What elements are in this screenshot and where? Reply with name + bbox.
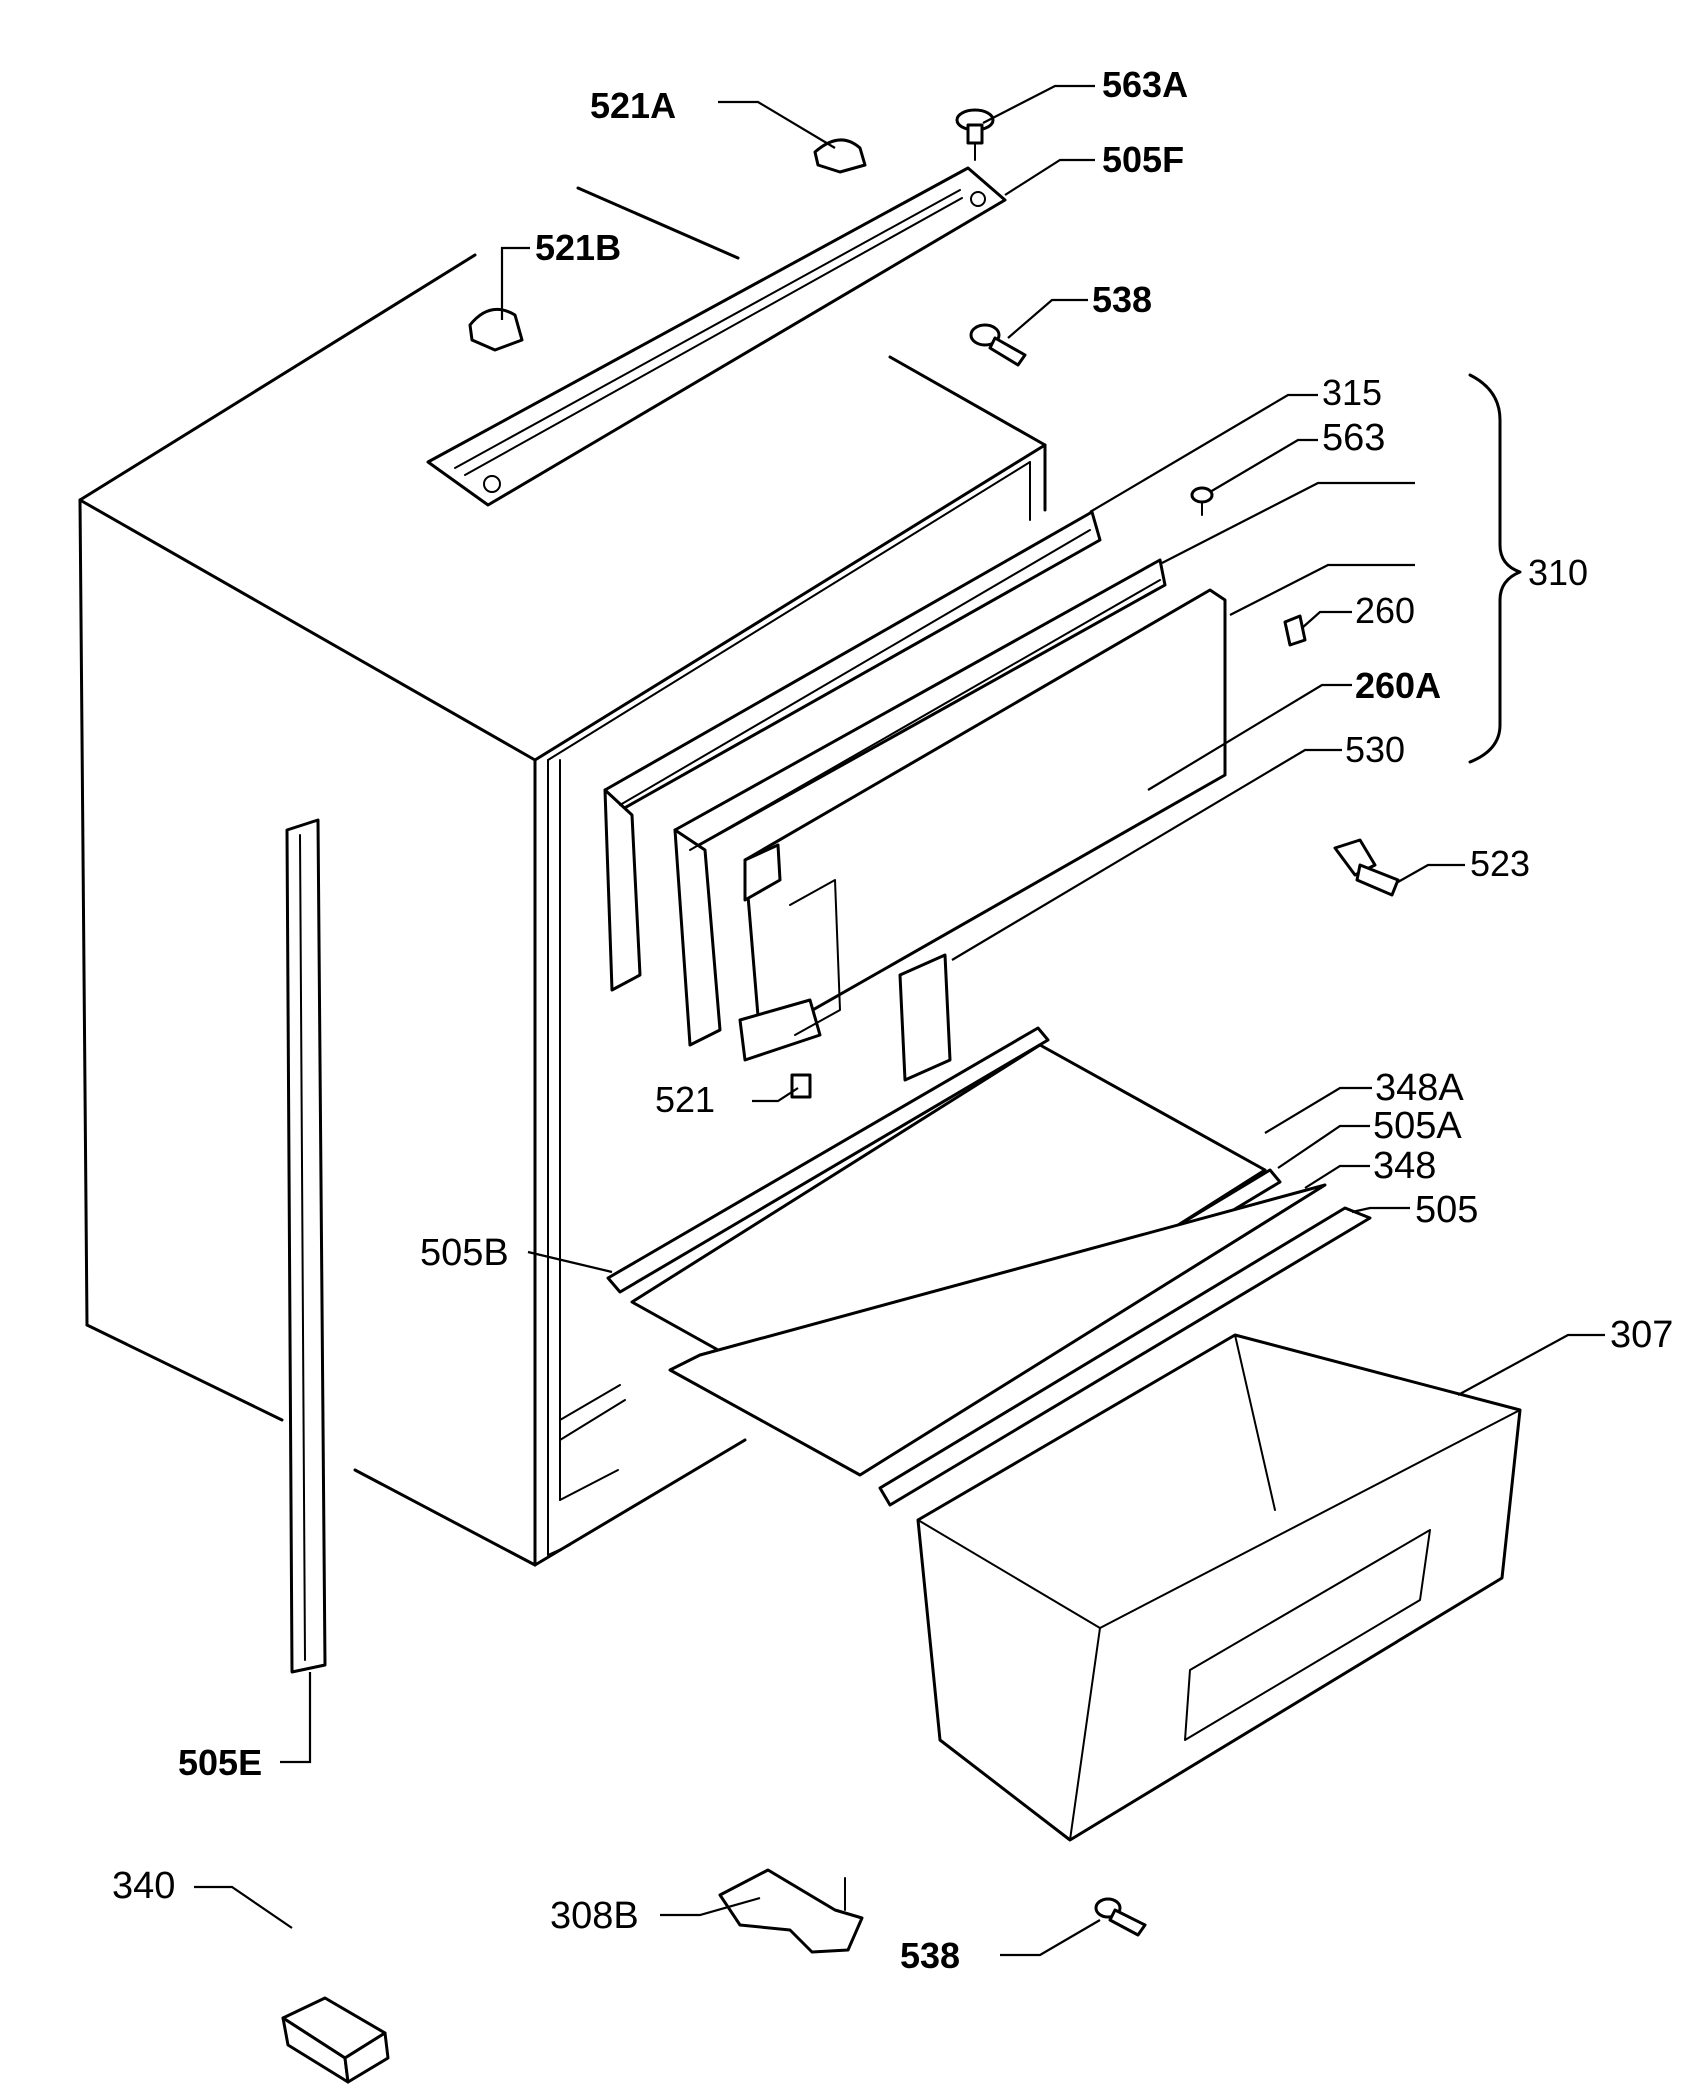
- part-505e-vertical-strip: [285, 818, 327, 1674]
- label-521b: 521B: [535, 227, 621, 268]
- bracket-310: [1468, 373, 1522, 764]
- label-260: 260: [1355, 590, 1415, 631]
- part-340-block: [281, 1996, 390, 2084]
- part-348-glass-shelf: [668, 1183, 1327, 1477]
- part-563a-screw: [955, 108, 995, 161]
- label-505b: 505B: [420, 1232, 509, 1274]
- part-521a-cap: [813, 138, 867, 174]
- label-505e: 505E: [178, 1742, 262, 1783]
- part-307-crisper-drawer: [916, 1333, 1522, 1842]
- label-505: 505: [1415, 1189, 1478, 1231]
- part-505-front-strip: [878, 1206, 1372, 1507]
- part-521b-cap: [468, 307, 524, 352]
- label-563a: 563A: [1102, 64, 1188, 105]
- label-538-bottom: 538: [900, 1935, 960, 1976]
- part-260-clip: [1283, 614, 1307, 647]
- part-563-screw: [1190, 486, 1214, 516]
- label-523: 523: [1470, 843, 1530, 884]
- label-348: 348: [1373, 1145, 1436, 1187]
- part-530-door-panel: [738, 588, 1227, 1062]
- part-538-bottom-bracket: [1094, 1897, 1147, 1937]
- part-505b-shelf-rim: [606, 1026, 1050, 1294]
- part-308b-bottom-hinge: [718, 1868, 864, 1954]
- label-340: 340: [112, 1865, 175, 1907]
- label-505a: 505A: [1373, 1105, 1462, 1147]
- label-538-top: 538: [1092, 279, 1152, 320]
- label-521a: 521A: [590, 85, 676, 126]
- label-348a: 348A: [1375, 1067, 1464, 1109]
- part-521-plug: [790, 1073, 812, 1099]
- label-530: 530: [1345, 729, 1405, 770]
- label-521: 521: [655, 1079, 715, 1120]
- part-315-door-frame: [603, 510, 1102, 992]
- part-hinge-plate: [898, 953, 952, 1082]
- label-310: 310: [1528, 552, 1588, 593]
- part-523-latch: [1333, 838, 1400, 897]
- part-538-top-bracket: [969, 323, 1027, 367]
- part-260-inner-frame: [673, 558, 1167, 1047]
- label-563: 563: [1322, 417, 1385, 459]
- cabinet-body: [78, 186, 1047, 1567]
- label-307: 307: [1610, 1314, 1673, 1356]
- label-315: 315: [1322, 372, 1382, 413]
- label-308b: 308B: [550, 1895, 639, 1937]
- label-505f: 505F: [1102, 139, 1184, 180]
- leader-lines: [194, 84, 1605, 1957]
- label-260a: 260A: [1355, 665, 1441, 706]
- part-505f-top-strip: [426, 166, 1007, 507]
